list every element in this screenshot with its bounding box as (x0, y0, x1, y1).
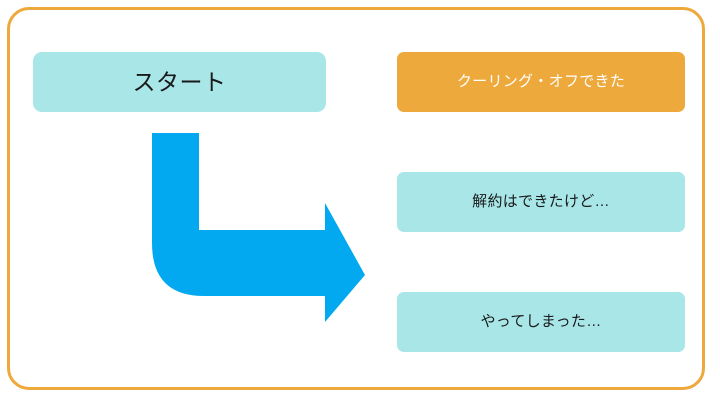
start-node-label: スタート (132, 68, 227, 95)
bent-arrow-icon (140, 125, 365, 330)
outcome-node-cancelled-but[interactable]: 解約はできたけど… (397, 172, 685, 232)
outcome-node-label: やってしまった… (480, 312, 602, 330)
outcome-node-cooling-off[interactable]: クーリング・オフできた (397, 52, 685, 112)
outcome-node-already-done[interactable]: やってしまった… (397, 292, 685, 352)
outcome-node-label: クーリング・オフできた (456, 72, 626, 90)
bent-arrow-shape (152, 133, 365, 322)
outcome-node-label: 解約はできたけど… (472, 192, 610, 210)
start-node[interactable]: スタート (33, 52, 326, 112)
